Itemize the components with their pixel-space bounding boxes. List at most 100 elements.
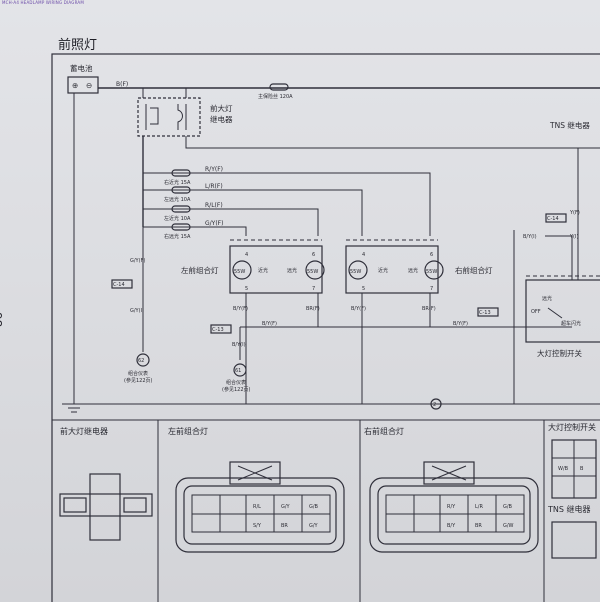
right-bulb-1: 55W	[350, 269, 361, 275]
left-bulb-2: 55W	[307, 269, 318, 275]
left-c2-5: G/Y	[309, 523, 319, 529]
left-wire-label: G/Y(F)	[130, 258, 145, 264]
fuse-2-wire: L/R(F)	[205, 183, 223, 190]
battery-ground-wire	[66, 93, 82, 413]
relay-label-1: 前大灯	[210, 103, 233, 113]
fuse-wire-4	[143, 226, 247, 236]
left-far: 远光	[287, 267, 297, 274]
switch-off: OFF	[531, 309, 541, 315]
ground-node	[430, 398, 442, 410]
fuse-wire-3	[143, 208, 319, 236]
c14-connector	[111, 279, 133, 289]
left-wire-label-2: G/Y(I)	[130, 308, 144, 314]
meter-62-ref: (参见122页)	[124, 377, 152, 384]
c13-connector	[210, 324, 232, 334]
left-pin-7: 7	[312, 286, 315, 292]
diagram-title: 前照灯	[58, 38, 98, 53]
right-far: 远光	[408, 267, 418, 274]
meter-61-num: 61	[235, 368, 241, 374]
switch-far: 远光	[542, 295, 552, 302]
section-tns: TNS 继电器	[547, 504, 591, 514]
lamp-bottom-wires	[245, 293, 431, 404]
right-b2: BR(F)	[422, 306, 436, 312]
tns-connector	[551, 521, 597, 559]
right-pin-6: 6	[430, 252, 433, 258]
tns-relay-label: TNS 继电器	[549, 120, 590, 130]
fuse-3-label: 左近光 10A	[164, 215, 191, 222]
right-c1-4: L/R	[475, 504, 483, 510]
left-c1-5: G/B	[309, 504, 319, 510]
fuse-4-label: 右远光 15A	[164, 233, 191, 240]
headlamp-relay: 前大灯 继电器	[137, 97, 233, 137]
fuse-2-label: 左远光 10A	[164, 196, 191, 203]
meter-61-ref: (参见122页)	[222, 386, 250, 393]
battery-label: 蓄电池	[70, 63, 93, 73]
right-c1-5: G/B	[503, 504, 513, 510]
yi-label: Y(I)	[569, 234, 578, 240]
right-c2-3: B/Y	[447, 523, 456, 529]
left-connector-cells: R/L G/Y G/B S/Y BR G/Y	[253, 504, 319, 529]
tns-feed-wire	[185, 136, 600, 149]
switch-c1: W/B	[558, 466, 569, 472]
c13b-label: C-13	[479, 310, 491, 316]
fuse-block: 右近光 15A R/Y(F) 左远光 10A L/R(F) 左近光 10A R/…	[143, 166, 431, 240]
fuse-3-wire: R/L(F)	[205, 202, 223, 209]
section-relay: 前大灯继电器	[60, 426, 108, 436]
c14b-connector	[545, 213, 567, 223]
left-c2-4: BR	[281, 523, 288, 529]
fuse-wire-2	[143, 189, 363, 236]
right-bulb-2: 55W	[426, 269, 437, 275]
battery-minus-icon: ⊖	[86, 81, 92, 90]
battery-wire-label: B(F)	[116, 81, 128, 88]
fuse-1-wire: R/Y(F)	[205, 166, 223, 173]
meter-62-label: 组合仪表	[128, 370, 148, 377]
relay-feed	[142, 88, 187, 98]
meter-61-node	[233, 363, 247, 377]
right-pin-7: 7	[430, 286, 433, 292]
switch-c2: B	[580, 466, 584, 472]
left-c1-4: G/Y	[281, 504, 291, 510]
main-fuse	[269, 83, 289, 91]
right-c2-5: G/W	[503, 523, 514, 529]
c14b-label: C-14	[547, 216, 559, 222]
ground-num: 2	[433, 402, 436, 408]
switch-lever	[547, 307, 563, 319]
right-c1-3: R/Y	[447, 504, 456, 510]
fuse-1-label: 右近光 15A	[164, 179, 191, 186]
right-pin-5: 5	[362, 286, 365, 292]
yf-label: Y(F)	[569, 210, 580, 216]
main-fuse-label: 主保险丝 120A	[258, 93, 293, 100]
right-c2-4: BR	[475, 523, 482, 529]
c14-label: C-14	[113, 282, 125, 288]
c13-label: C-13	[212, 327, 224, 333]
left-lamp-connector	[175, 461, 345, 553]
right-near: 近光	[378, 267, 388, 274]
section-dividers	[157, 420, 545, 602]
left-pin-5: 5	[245, 286, 248, 292]
headlamp-switch	[525, 279, 600, 343]
left-bulb-1: 55W	[234, 269, 245, 275]
left-c2-3: S/Y	[253, 523, 262, 529]
section-right-lamp: 右前组合灯	[364, 426, 404, 436]
meter-62-num: 62	[138, 358, 144, 364]
section-switch: 大灯控制开关	[548, 422, 596, 432]
relay-connector	[59, 473, 153, 541]
image-caption: MCH-A4 HEADLAMP WIRING DIAGRAM	[2, 0, 84, 5]
right-connector-cells: R/Y L/R G/B B/Y BR G/W	[447, 504, 514, 529]
switch-flash: 超车闪光	[561, 320, 581, 327]
left-b1: B/Y(F)	[233, 306, 248, 312]
left-lamp: 55W 55W 近光 远光 4 6 5 7	[229, 239, 325, 294]
left-pin-4: 4	[245, 252, 248, 258]
meter-61-label: 组合仪表	[226, 379, 246, 386]
meter-62-node	[136, 353, 150, 367]
by-i-label: B/Y(I)	[232, 342, 246, 348]
left-near: 近光	[258, 267, 268, 274]
battery: 蓄电池 ⊕ ⊖	[67, 63, 99, 94]
switch-wires	[513, 148, 579, 404]
c13b-connector	[477, 307, 499, 317]
by-f-label: B/Y(F)	[262, 321, 277, 327]
left-b2: BR(F)	[306, 306, 320, 312]
switch-connector: W/B B	[551, 439, 597, 499]
